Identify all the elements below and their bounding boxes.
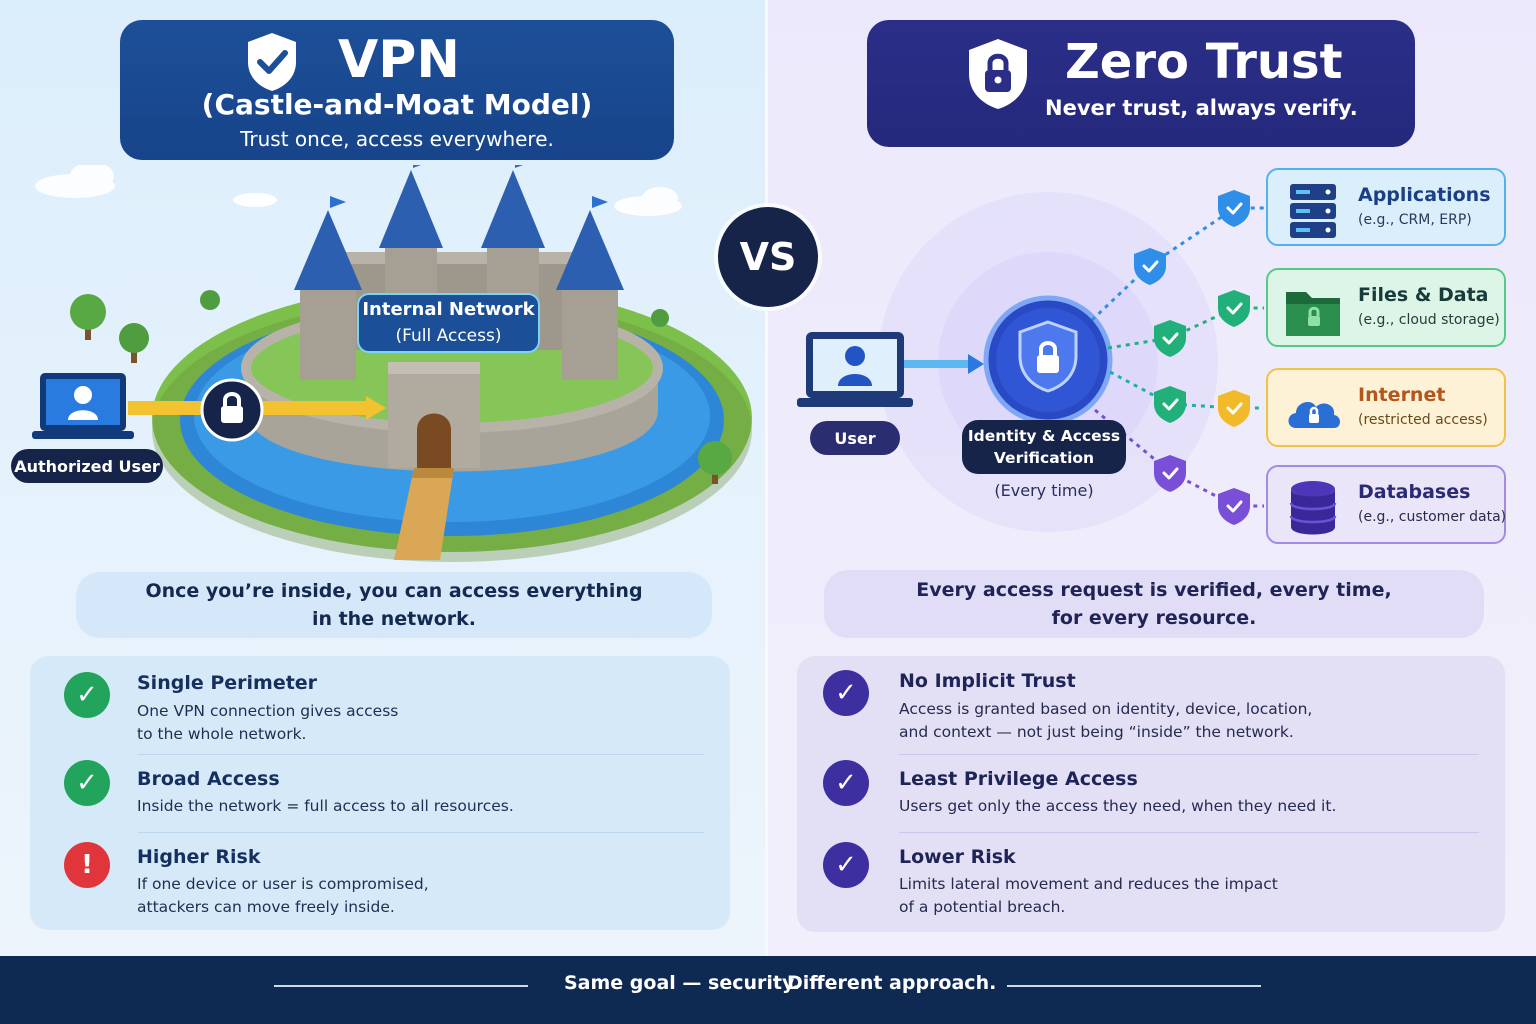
resource-title: Databases: [1358, 481, 1471, 503]
feature-description: Limits lateral movement and reduces the …: [899, 873, 1278, 919]
castle-moat-illustration: [32, 165, 752, 562]
resource-title: Applications: [1358, 184, 1491, 206]
feature-description: If one device or user is compromised, at…: [137, 873, 429, 919]
vpn-summary: Once you’re inside, you can access every…: [76, 572, 712, 638]
vs-badge: VS: [718, 207, 818, 307]
resource-detail: (e.g., CRM, ERP): [1358, 212, 1472, 228]
verification-line-2: Verification: [993, 449, 1095, 467]
alert-icon: !: [64, 842, 110, 888]
vpn-features-panel: ✓ Single Perimeter One VPN connection gi…: [30, 656, 730, 930]
feature-title: Higher Risk: [137, 846, 261, 868]
vpn-summary-line-1: Once you’re inside, you can access every…: [145, 580, 643, 602]
feature-line: Inside the network = full access to all …: [137, 797, 514, 815]
zero-trust-features-panel: ✓ No Implicit Trust Access is granted ba…: [797, 656, 1505, 932]
resource-files-data: Files & Data (e.g., cloud storage): [1266, 268, 1506, 347]
feature-divider: [899, 832, 1479, 833]
vpn-tagline: Trust once, access everywhere.: [240, 127, 554, 151]
vpn-header-card: VPN (Castle-and-Moat Model) Trust once, …: [120, 20, 674, 160]
identity-verification-label: Identity & Access Verification: [962, 420, 1126, 474]
shield-check-icon: [248, 33, 296, 91]
vpn-model-subtitle: (Castle-and-Moat Model): [201, 88, 593, 121]
vpn-title: VPN: [338, 30, 460, 90]
folder-lock-icon: [1286, 292, 1340, 336]
cloud-lock-icon: [1288, 402, 1340, 428]
resource-applications: Applications (e.g., CRM, ERP): [1266, 168, 1506, 246]
check-icon: ✓: [64, 672, 110, 718]
internal-network-label: Internal Network (Full Access): [357, 293, 540, 353]
feature-line: attackers can move freely inside.: [137, 898, 395, 916]
feature-description: Access is granted based on identity, dev…: [899, 698, 1312, 744]
database-icon: [1289, 481, 1337, 535]
feature-description: Users get only the access they need, whe…: [899, 795, 1336, 818]
feature-title: Lower Risk: [899, 846, 1016, 868]
internal-network-subtitle: (Full Access): [395, 326, 502, 346]
footer-rule-left: [274, 985, 528, 987]
feature-title: Single Perimeter: [137, 672, 318, 694]
feature-description: One VPN connection gives access to the w…: [137, 700, 398, 746]
feature-line: One VPN connection gives access: [137, 702, 399, 720]
check-icon: ✓: [823, 670, 869, 716]
server-stack-icon: [1290, 184, 1336, 238]
check-icon: ✓: [823, 760, 869, 806]
resource-internet: Internet (restricted access): [1266, 368, 1506, 447]
feature-divider: [138, 754, 704, 755]
feature-line: Users get only the access they need, whe…: [899, 797, 1337, 815]
zero-trust-title: Zero Trust: [1065, 34, 1343, 90]
zero-trust-summary: Every access request is verified, every …: [824, 570, 1484, 638]
feature-divider: [138, 832, 704, 833]
center-divider: [765, 0, 768, 956]
feature-line: of a potential breach.: [899, 898, 1066, 916]
feature-line: and context — not just being “inside” th…: [899, 723, 1294, 741]
internal-network-title: Internal Network: [362, 299, 535, 320]
zero-trust-tagline: Never trust, always verify.: [1045, 96, 1358, 120]
resource-detail: (e.g., cloud storage): [1358, 312, 1500, 328]
resource-databases: Databases (e.g., customer data): [1266, 465, 1506, 544]
authorized-user-label: Authorized User: [11, 449, 163, 483]
footer-text-goal: Same goal — security.: [564, 972, 800, 994]
feature-line: Access is granted based on identity, dev…: [899, 700, 1313, 718]
check-icon: ✓: [823, 842, 869, 888]
feature-line: Limits lateral movement and reduces the …: [899, 875, 1278, 893]
footer-text-approach: Different approach.: [787, 972, 997, 994]
feature-title: Least Privilege Access: [899, 768, 1138, 790]
verification-note: (Every time): [994, 481, 1094, 500]
resource-title: Files & Data: [1358, 284, 1489, 306]
zt-user-label: User: [810, 421, 900, 455]
footer-rule-right: [1007, 985, 1261, 987]
shield-lock-icon: [969, 39, 1027, 109]
feature-title: No Implicit Trust: [899, 670, 1076, 692]
feature-description: Inside the network = full access to all …: [137, 795, 514, 818]
zt-summary-line-2: for every resource.: [1051, 607, 1257, 629]
feature-line: If one device or user is compromised,: [137, 875, 429, 893]
feature-divider: [899, 754, 1479, 755]
resource-detail: (restricted access): [1358, 412, 1488, 428]
feature-line: to the whole network.: [137, 725, 307, 743]
check-icon: ✓: [64, 760, 110, 806]
footer-banner: [0, 956, 1536, 1024]
zero-trust-header-card: Zero Trust Never trust, always verify.: [867, 20, 1415, 147]
resource-title: Internet: [1358, 384, 1446, 406]
zt-summary-line-1: Every access request is verified, every …: [916, 579, 1392, 601]
vpn-summary-line-2: in the network.: [311, 608, 477, 630]
feature-title: Broad Access: [137, 768, 280, 790]
resource-detail: (e.g., customer data): [1358, 509, 1507, 525]
verification-line-1: Identity & Access: [967, 427, 1121, 445]
